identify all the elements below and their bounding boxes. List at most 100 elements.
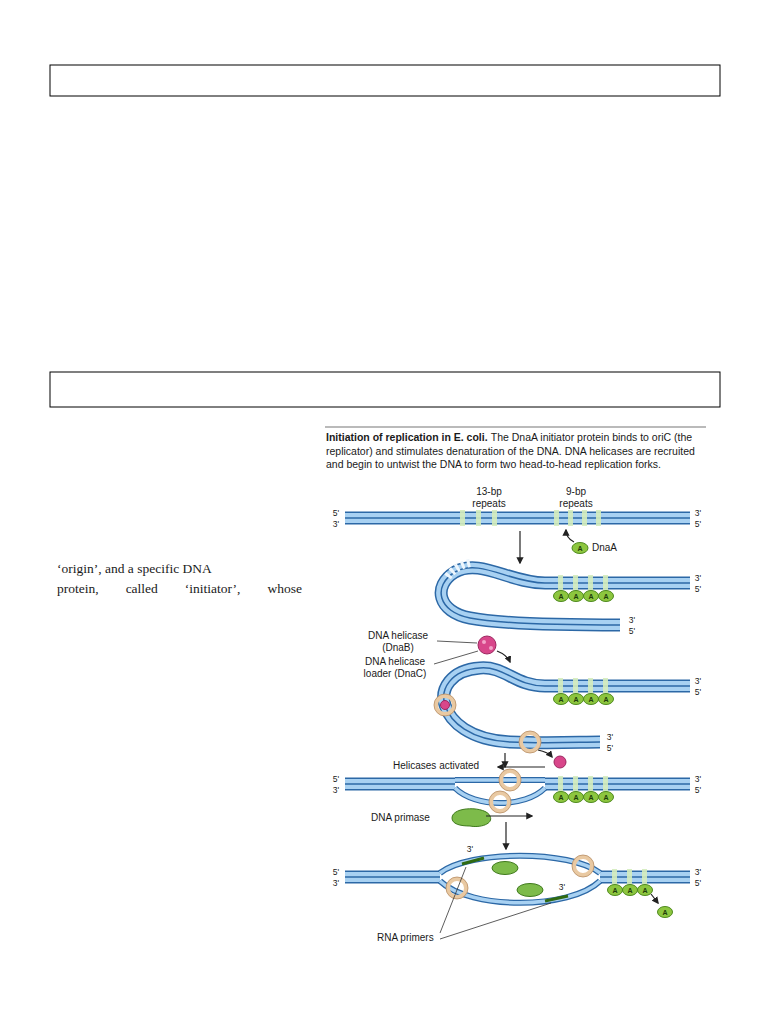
- region-label: 13-bp repeats: [465, 486, 513, 509]
- heading-frame: [50, 65, 720, 96]
- dnaa-protein: [569, 591, 584, 602]
- helicase-ring: [519, 731, 541, 753]
- rna-primer: [462, 858, 484, 864]
- direction-arrow: [486, 815, 532, 816]
- helicase-ring: [434, 694, 456, 716]
- release-arrow: [538, 750, 552, 757]
- protein-letter: A: [558, 696, 563, 703]
- dna-duplex: [345, 871, 440, 884]
- binding-arrow: [566, 530, 574, 542]
- repeat-band: [558, 575, 563, 591]
- protein-label: DnaA: [592, 542, 617, 554]
- strand-end: 5': [333, 509, 339, 518]
- protein-letter: A: [588, 696, 593, 703]
- repeat-band: [573, 678, 578, 694]
- protein-label: DNA helicase (DnaB): [362, 630, 434, 653]
- dna-duplex: [345, 512, 690, 525]
- dna-duplex: [345, 779, 455, 789]
- protein-letter: A: [603, 593, 608, 600]
- step-label: Helicases activated: [393, 760, 479, 772]
- helicase-ring: [501, 771, 519, 789]
- repeat-band: [627, 869, 632, 885]
- repeat-band: [642, 869, 647, 885]
- dna-duplex: [441, 568, 690, 625]
- protein-letter: A: [588, 593, 593, 600]
- strand-end: 5': [695, 585, 701, 594]
- dna-duplex: [444, 668, 690, 743]
- dnaa-protein: [569, 694, 584, 705]
- repeat-band: [603, 678, 608, 694]
- strand-end: 3': [629, 616, 635, 625]
- strand-end: 3': [607, 733, 613, 742]
- dnaa-protein: [554, 792, 569, 803]
- primase-protein: [517, 884, 543, 897]
- dnaa-protein: [584, 694, 599, 705]
- repeat-band: [582, 510, 587, 526]
- dna-duplex: [345, 778, 455, 791]
- dnaa-protein: [569, 792, 584, 803]
- helicase-ring: [446, 877, 468, 899]
- dnaa-protein: [554, 591, 569, 602]
- strand-end: 3': [333, 879, 339, 888]
- release-arrow: [651, 894, 658, 903]
- dnaa-protein: [572, 543, 588, 554]
- dnaa-protein: [584, 792, 599, 803]
- dna-duplex: [444, 668, 690, 743]
- dnaa-protein: [599, 792, 614, 803]
- repeat-band: [612, 869, 617, 885]
- protein-label: DNA helicase loader (DnaC): [357, 656, 433, 679]
- repeat-band: [588, 776, 593, 792]
- repeat-band: [476, 510, 481, 526]
- dna-duplex: [345, 517, 690, 519]
- protein-label: DNA primase: [371, 812, 430, 824]
- body-text: protein, called ‘initiator’, whose: [57, 581, 302, 597]
- figure-caption: Initiation of replication in E. coli.The…: [326, 431, 706, 472]
- dnaa-protein: [599, 591, 614, 602]
- strand-end: 3': [333, 786, 339, 795]
- dna-strand: [455, 788, 545, 803]
- strand-end: 5': [607, 744, 613, 753]
- strand-end: 3': [695, 868, 701, 877]
- leader-line: [440, 903, 551, 939]
- dnaa-protein: [599, 694, 614, 705]
- repeat-band: [492, 510, 497, 526]
- dnaa-protein: [658, 907, 673, 918]
- dna-duplex: [345, 783, 455, 785]
- region-label: 9-bp repeats: [554, 486, 599, 509]
- part-label: RNA primers: [377, 932, 434, 944]
- caption-title: Initiation of replication in E. coli.: [326, 431, 488, 443]
- protein-letter: A: [627, 887, 632, 894]
- strand-end: 3': [695, 775, 701, 784]
- dna-duplex: [441, 568, 690, 625]
- dnaa-protein: [554, 694, 569, 705]
- repeat-band: [573, 776, 578, 792]
- leader-line: [434, 651, 478, 664]
- strand-end: 3': [333, 520, 339, 529]
- dna-duplex: [345, 518, 690, 877]
- heading-frame: [50, 372, 720, 407]
- leader-line: [434, 641, 551, 939]
- strand-end: 5': [695, 688, 701, 697]
- step-arrow: [505, 822, 506, 849]
- repeat-band: [603, 776, 608, 792]
- primase-protein: [452, 809, 491, 827]
- strand-end: 3': [695, 677, 701, 686]
- protein-letter: A: [573, 794, 578, 801]
- strand-end: 3': [467, 845, 473, 854]
- strand-end: 3': [559, 883, 565, 892]
- repeat-band: [460, 510, 647, 885]
- helicase-ring: [448, 879, 466, 897]
- repeat-band: [568, 510, 573, 526]
- helicase-ring: [436, 696, 454, 714]
- protein-letter: A: [662, 909, 667, 916]
- dnaa-protein: [623, 885, 638, 896]
- protein-letter: A: [612, 887, 617, 894]
- dna-duplex: [545, 779, 690, 789]
- dnaa-protein: [608, 885, 623, 896]
- dna-duplex: [545, 783, 690, 785]
- helicase-ring: [574, 857, 592, 875]
- dna-strand: [455, 788, 545, 803]
- rna-primer: [545, 896, 568, 901]
- repeat-band: [588, 678, 593, 694]
